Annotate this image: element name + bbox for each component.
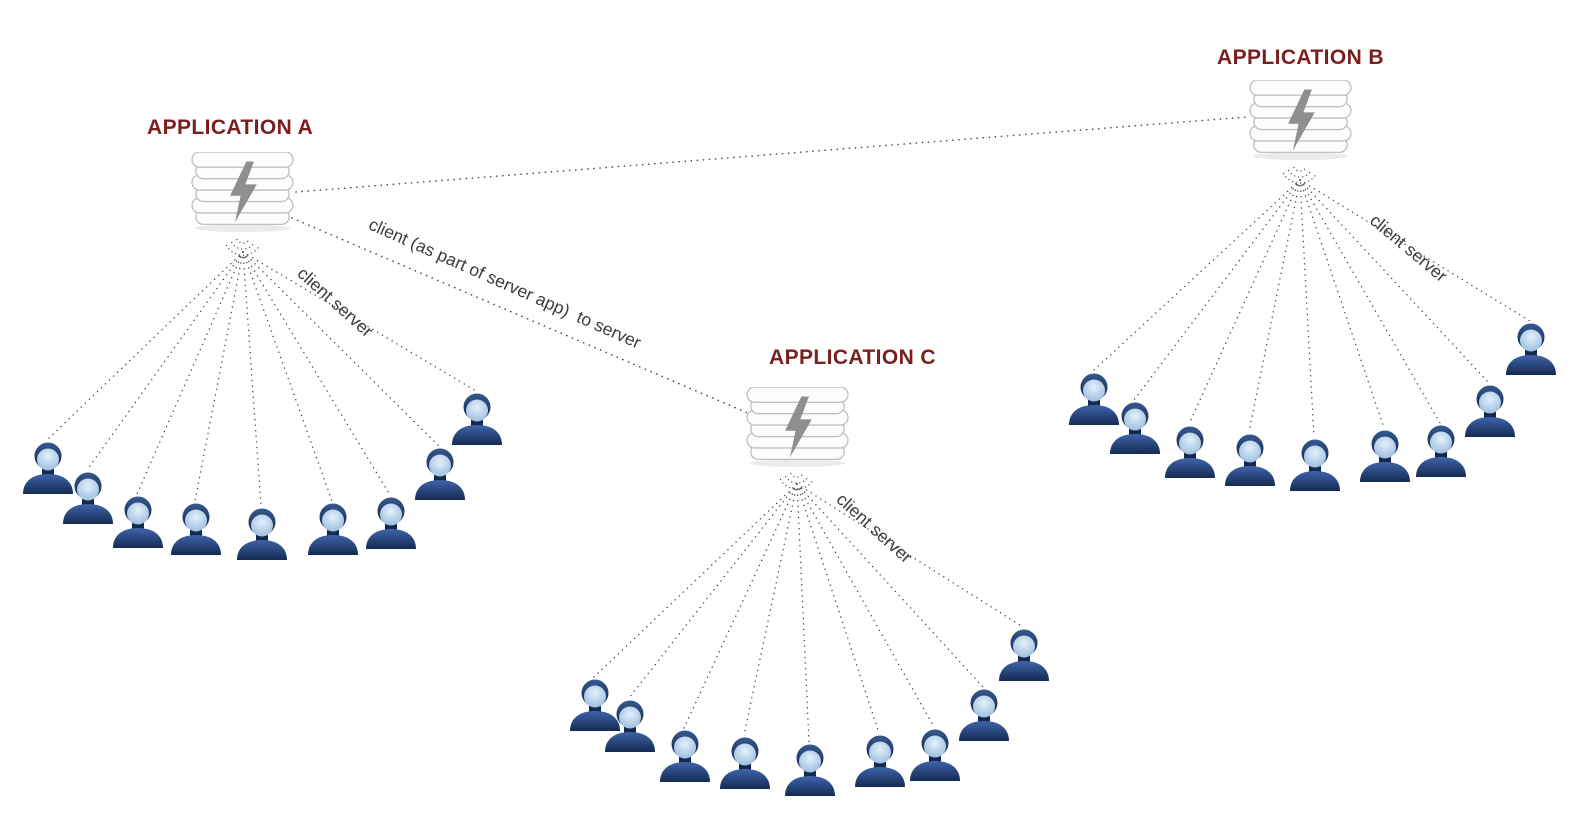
- user-icon: [23, 442, 73, 494]
- fan-line: [1188, 179, 1301, 425]
- application-c-fan: [593, 483, 1024, 743]
- application-a-fan: [46, 251, 477, 507]
- application-b-server-icon: [1249, 80, 1352, 160]
- fan-line: [796, 483, 880, 734]
- application-a-label: APPLICATION A: [147, 116, 314, 139]
- user-icon: [959, 689, 1009, 741]
- application-c-server-icon: [746, 387, 849, 467]
- signal-arc: [1293, 166, 1307, 172]
- user-icon: [785, 744, 835, 796]
- fan-line: [796, 483, 935, 728]
- application-b-label: APPLICATION B: [1217, 46, 1384, 69]
- application-a-clients: [23, 393, 502, 560]
- fan-line: [242, 251, 262, 507]
- user-icon: [570, 679, 620, 731]
- user-icon: [1165, 426, 1215, 478]
- fan-line: [194, 251, 244, 502]
- user-icon: [171, 503, 221, 555]
- server-stack-icon: [191, 152, 294, 232]
- application-b-fan: [1092, 179, 1531, 438]
- user-icon: [366, 497, 416, 549]
- signal-arc: [225, 244, 261, 256]
- user-icon: [113, 496, 163, 548]
- user-icon: [1360, 430, 1410, 482]
- fan-line: [628, 483, 798, 699]
- fan-line: [1299, 179, 1385, 429]
- fan-line: [1248, 179, 1301, 433]
- user-icon: [1506, 323, 1556, 375]
- application-c-label: APPLICATION C: [769, 346, 936, 369]
- signal-arc: [790, 472, 804, 478]
- fan-line: [86, 251, 244, 471]
- signal-arc: [1282, 172, 1318, 184]
- fan-line: [796, 483, 984, 688]
- fan-line: [1299, 179, 1531, 322]
- user-icon: [855, 735, 905, 787]
- fan-line: [1299, 179, 1441, 424]
- fan-line: [1133, 179, 1301, 401]
- user-icon: [1465, 385, 1515, 437]
- fan-line: [1299, 179, 1490, 384]
- user-icon: [452, 393, 502, 445]
- fan-line: [242, 251, 440, 447]
- server-stack-icon: [746, 387, 849, 467]
- user-icon: [308, 503, 358, 555]
- fan-line: [1299, 179, 1315, 438]
- user-icon: [1069, 373, 1119, 425]
- user-icon: [415, 448, 465, 500]
- application-a-signal-arcs: [225, 238, 261, 256]
- fan-line: [743, 483, 798, 736]
- user-icon: [1225, 434, 1275, 486]
- user-icon: [720, 737, 770, 789]
- server-stack-icon: [1249, 80, 1352, 160]
- application-a-group: [23, 152, 502, 560]
- signal-arc: [236, 238, 250, 244]
- signal-arc: [1288, 169, 1312, 178]
- signal-arc: [231, 241, 255, 250]
- signal-arc: [785, 475, 809, 484]
- fan-line: [46, 251, 244, 441]
- application-a-server-icon: [191, 152, 294, 232]
- user-icon: [1416, 425, 1466, 477]
- user-icon: [660, 730, 710, 782]
- user-icon: [63, 472, 113, 524]
- application-c-signal-arcs: [779, 472, 815, 490]
- fan-line: [796, 483, 810, 743]
- fan-line: [1092, 179, 1301, 372]
- user-icon: [237, 508, 287, 560]
- application-b-signal-arcs: [1282, 166, 1318, 184]
- user-icon: [1290, 439, 1340, 491]
- user-icon: [999, 629, 1049, 681]
- application-b-group: [1069, 80, 1556, 491]
- connection-a-b-line: [295, 116, 1248, 193]
- application-b-clients: [1069, 323, 1556, 491]
- fan-line: [796, 483, 1024, 628]
- fan-line: [136, 251, 244, 495]
- fan-line: [593, 483, 798, 678]
- fan-line: [242, 251, 477, 392]
- application-c-group: [570, 387, 1049, 796]
- fan-line: [683, 483, 798, 729]
- connection-a-c-line: [291, 217, 751, 415]
- user-icon: [910, 729, 960, 781]
- application-c-clients: [570, 629, 1049, 796]
- user-icon: [1110, 402, 1160, 454]
